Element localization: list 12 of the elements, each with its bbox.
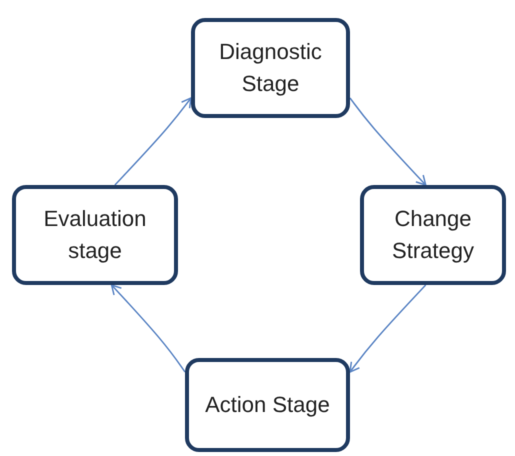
rounded-box	[185, 358, 350, 452]
box-label: Change Strategy	[391, 205, 475, 265]
rounded-box	[360, 185, 506, 285]
curved-arrow	[349, 98, 426, 186]
box-label: Evaluation stage	[42, 205, 148, 265]
box-label: Action Stage	[205, 391, 330, 420]
rounded-box	[12, 185, 178, 285]
curved-arrow	[349, 284, 426, 373]
curved-arrow	[114, 97, 192, 186]
rounded-box	[191, 18, 350, 118]
box-label: Diagnostic Stage	[218, 38, 323, 98]
curved-arrow	[110, 284, 186, 372]
